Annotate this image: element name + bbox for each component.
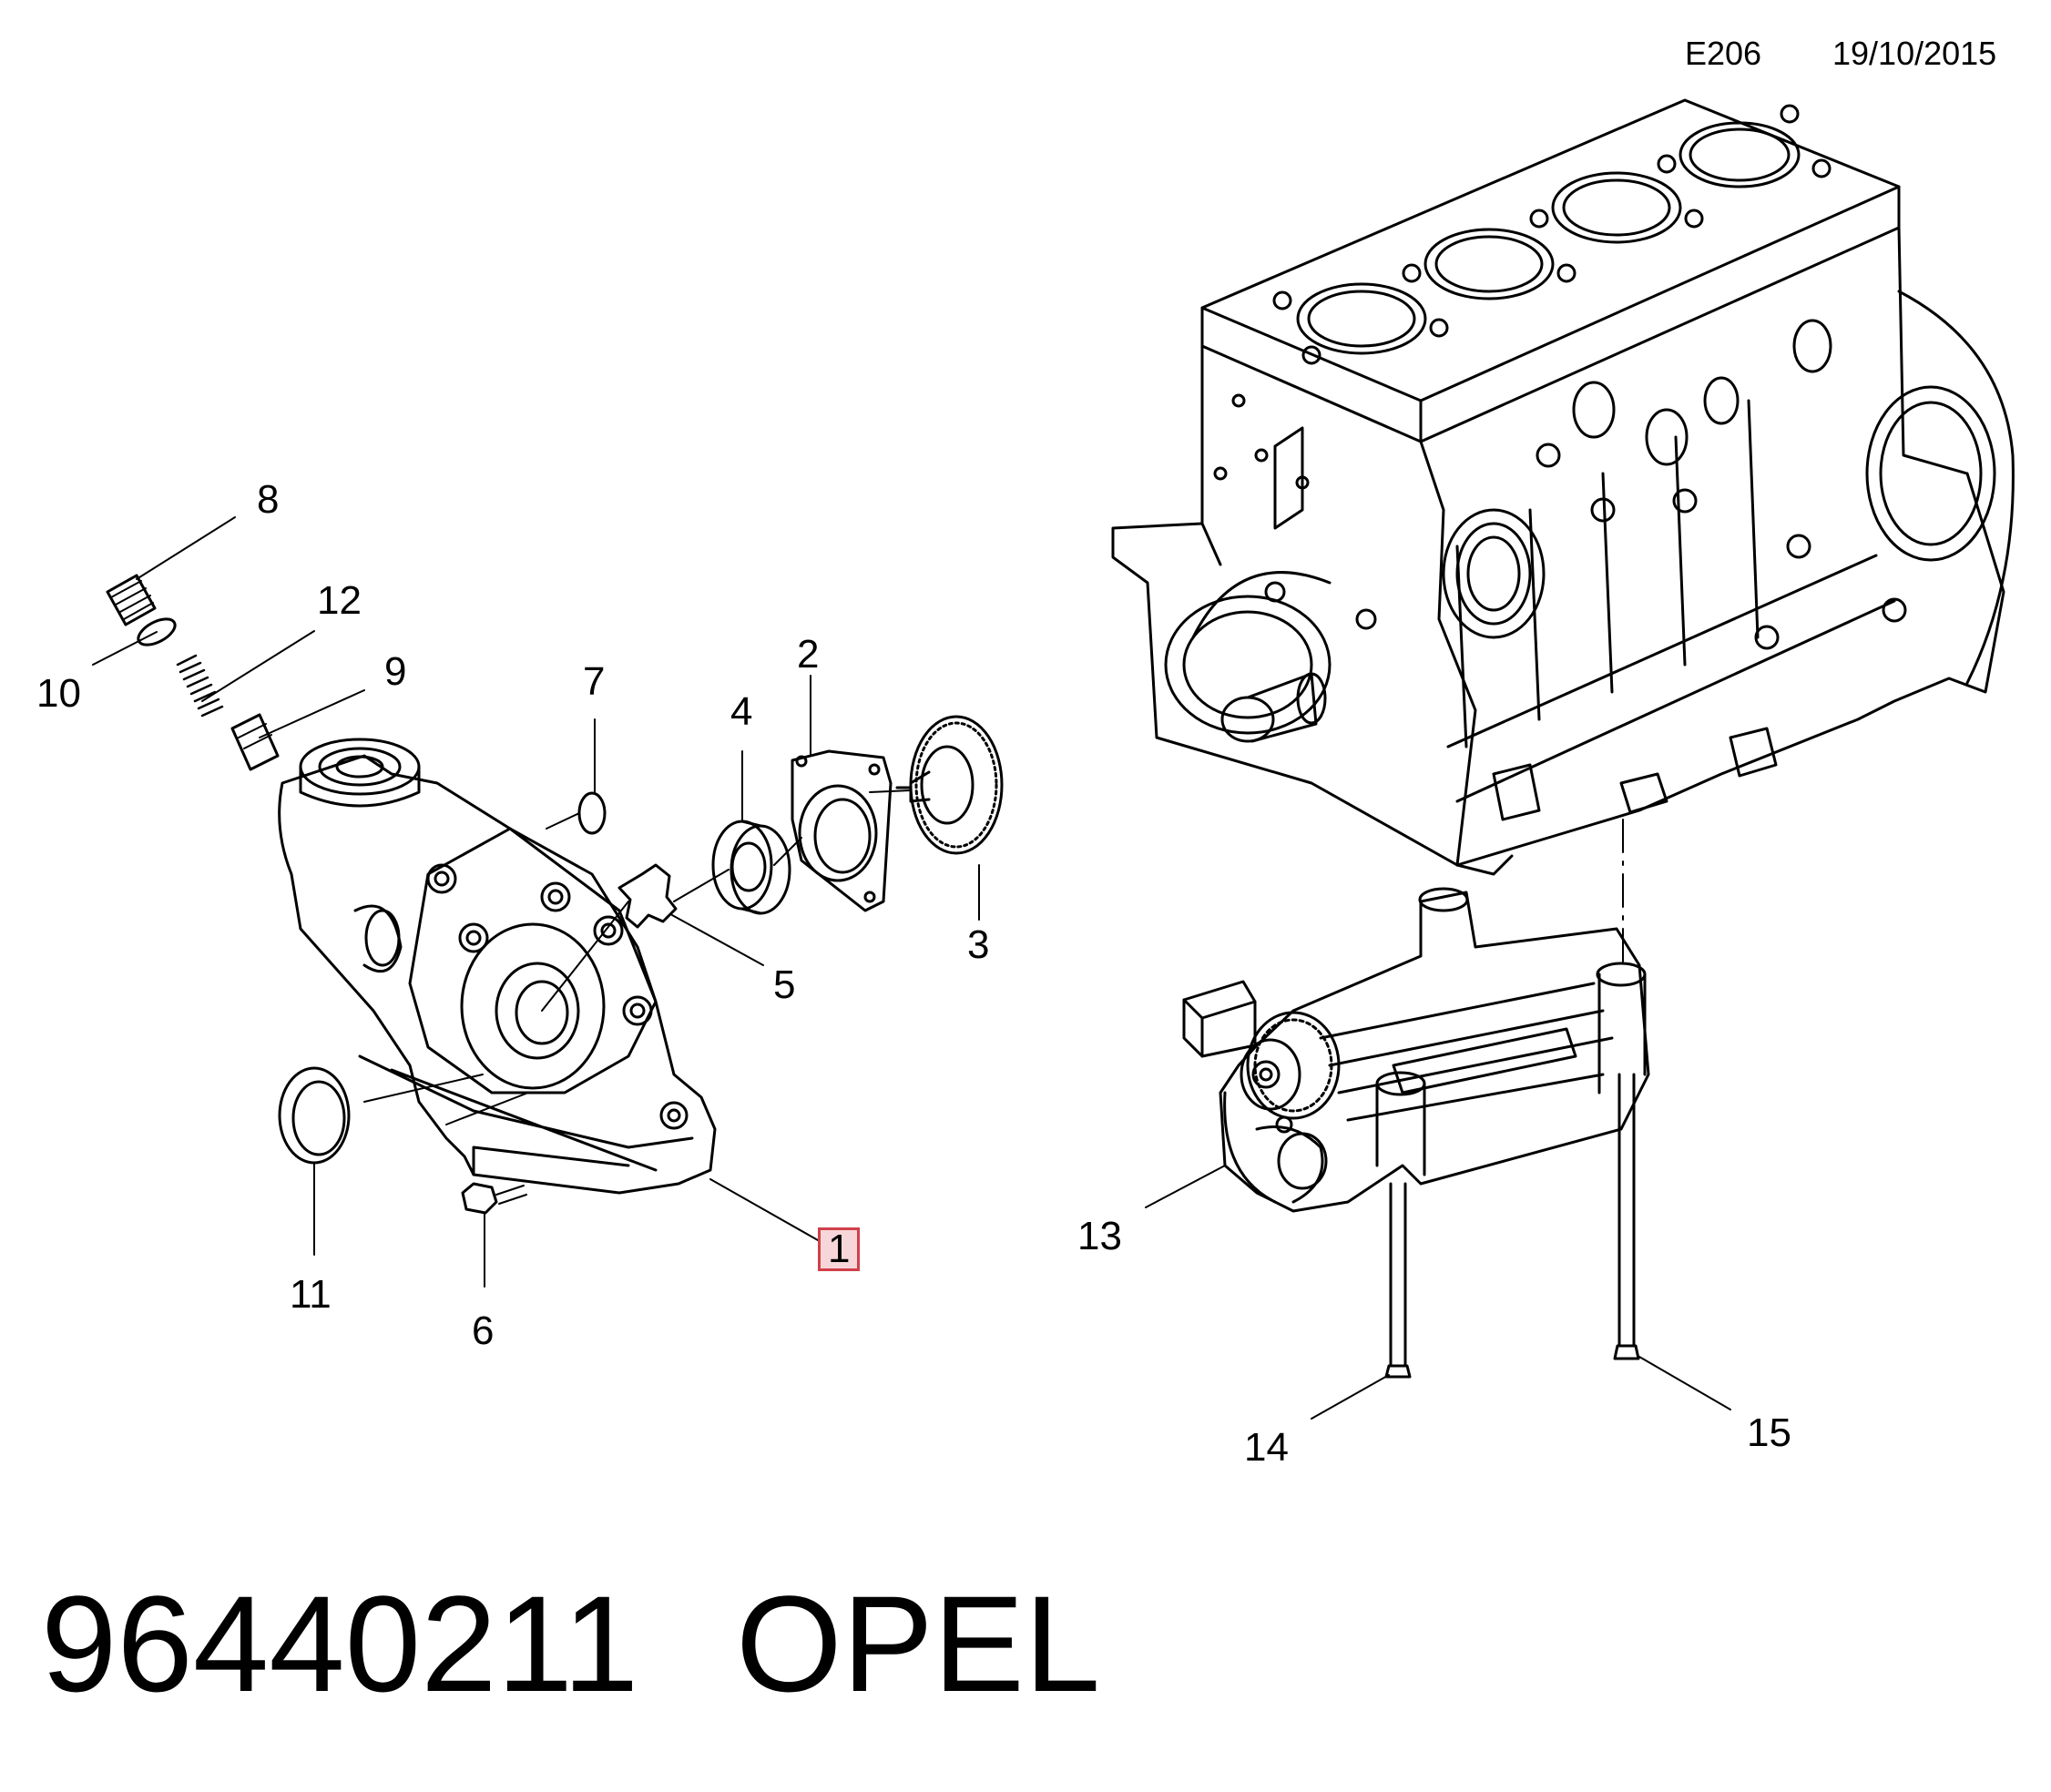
relief-valve-drawing [230, 713, 280, 771]
engine-block-drawing [1111, 98, 2015, 966]
callout-1-highlight [818, 1227, 860, 1271]
callout-1: 1 [828, 1227, 851, 1271]
callout-11: 11 [290, 1272, 332, 1317]
callout-3: 3 [967, 922, 990, 967]
callout-6: 6 [472, 1308, 495, 1353]
callout-5: 5 [773, 962, 796, 1007]
plug-drawing [106, 574, 157, 626]
callout-15: 15 [1747, 1410, 1791, 1455]
balance-shaft-assembly-drawing [1182, 887, 1650, 1379]
callout-14: 14 [1244, 1425, 1289, 1470]
spring-drawing [176, 654, 224, 718]
pump-cover-drawing [791, 749, 893, 912]
callout-12: 12 [317, 578, 362, 623]
outer-rotor-drawing [711, 820, 791, 915]
callout-8: 8 [257, 477, 280, 522]
o-ring-7-drawing [546, 791, 607, 835]
callout-9: 9 [384, 649, 407, 694]
part-number: 96440211 [41, 1567, 639, 1720]
callout-7: 7 [583, 659, 606, 704]
brand-name: OPEL [736, 1567, 1101, 1720]
bolt-6-drawing [461, 1182, 527, 1215]
diagram-date: 19/10/2015 [1832, 35, 1997, 72]
callout-4: 4 [730, 689, 753, 734]
oil-pump-drawing [278, 738, 717, 1195]
leader-lines [92, 516, 1731, 1420]
callout-2: 2 [797, 632, 820, 677]
inner-rotor-drawing [617, 863, 678, 929]
seal-drawing [278, 1066, 351, 1165]
diagram-code: E206 [1685, 35, 1762, 72]
drive-gear-drawing [869, 715, 1004, 855]
callout-13: 13 [1077, 1214, 1122, 1258]
callout-10: 10 [36, 671, 81, 716]
